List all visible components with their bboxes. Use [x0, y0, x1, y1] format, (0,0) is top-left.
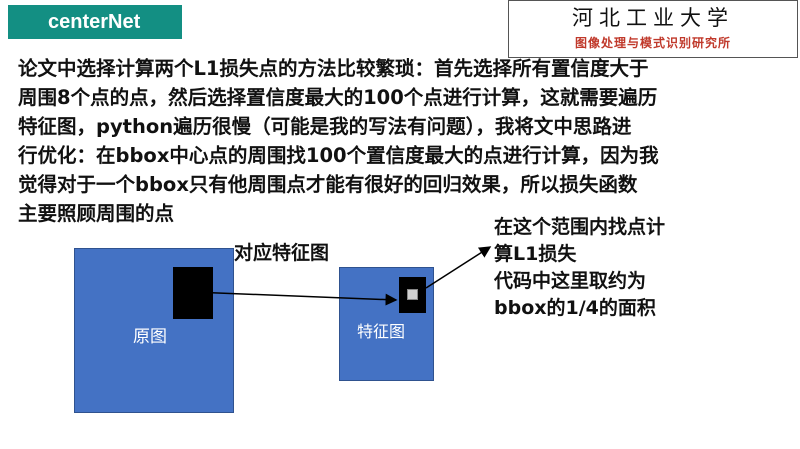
body-paragraph: 论文中选择计算两个L1损失点的方法比较繁琐：首先选择所有置信度大于 周围8个点的…	[18, 54, 788, 228]
body-line: 特征图，python遍历很慢（可能是我的写法有问题），我将文中思路进	[18, 115, 632, 138]
body-line: 主要照顾周围的点	[18, 202, 175, 225]
slide-title: centerNet	[8, 5, 182, 39]
note-line: 在这个范围内找点计	[494, 216, 666, 238]
institute-name: 图像处理与模式识别研究所	[574, 36, 731, 50]
note-line: 代码中这里取约为	[494, 270, 647, 292]
note-line: 算L1损失	[494, 243, 577, 265]
note-arrow	[425, 246, 492, 289]
body-line: 觉得对于一个bbox只有他周围点才能有很好的回归效果，所以损失函数	[18, 173, 638, 196]
feature-bbox	[399, 277, 426, 313]
feature-map-box: 特征图	[339, 267, 434, 381]
mapping-caption: 对应特征图	[234, 242, 330, 264]
body-line: 论文中选择计算两个L1损失点的方法比较繁琐：首先选择所有置信度大于	[18, 57, 649, 80]
body-line: 周围8个点的点，然后选择置信度最大的100个点进行计算，这就需要遍历	[18, 86, 658, 109]
university-logo: 河北工业大学 图像处理与模式识别研究所	[508, 0, 798, 58]
note-line: bbox的1/4的面积	[494, 297, 656, 319]
mapping-arrow	[192, 291, 398, 306]
body-line: 行优化：在bbox中心点的周围找100个置信度最大的点进行计算，因为我	[18, 144, 659, 167]
range-note: 在这个范围内找点计 算L1损失 代码中这里取约为 bbox的1/4的面积	[494, 214, 794, 322]
original-image-box: 原图	[74, 248, 234, 413]
bbox-center-region	[407, 289, 418, 300]
university-name: 河北工业大学	[572, 6, 734, 30]
feature-map-label: 特征图	[357, 322, 406, 341]
original-image-label: 原图	[133, 327, 167, 347]
